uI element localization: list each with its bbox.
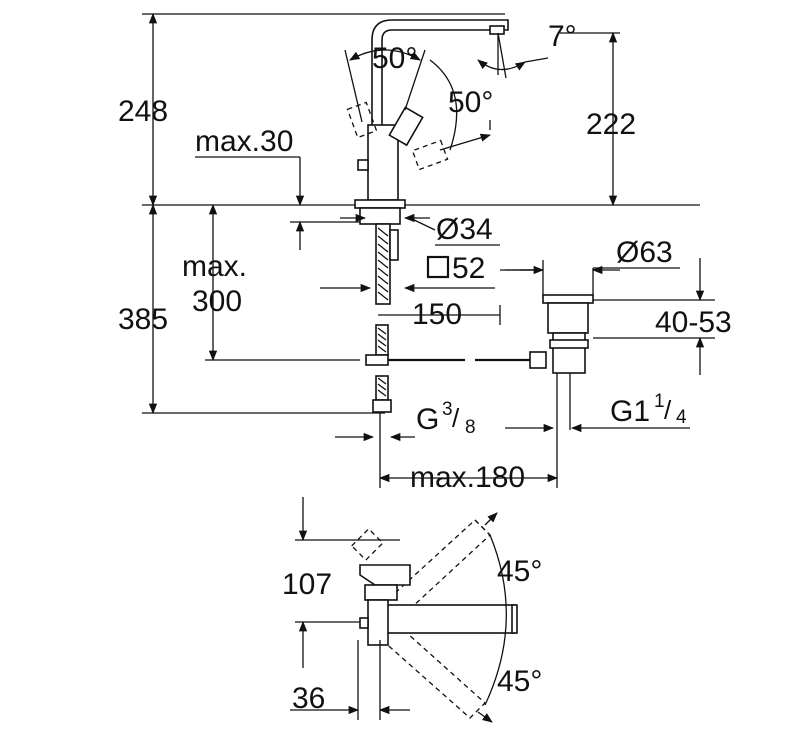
below-deck-label-line2: 300 (192, 285, 243, 318)
plan-swivel-angle-bottom-label: 45° (497, 665, 543, 698)
side-angle-leader (439, 133, 491, 151)
plan-depth-label: 107 (282, 568, 333, 601)
plan-view (290, 497, 518, 723)
supply-thread-denominator: 8 (465, 417, 476, 438)
hole-diameter-label: Ø34 (436, 213, 493, 246)
handle-position-right (411, 139, 449, 171)
waste-thread-denominator: 4 (676, 407, 687, 428)
square-symbol (426, 255, 450, 279)
supply-thread-slash: / (452, 403, 460, 433)
hose-connector (365, 354, 389, 366)
spout (371, 19, 509, 201)
angle-leader-right (404, 49, 426, 111)
plan-body (367, 599, 389, 646)
supply-nut (372, 399, 392, 413)
mounting-nut (359, 207, 401, 225)
deck-thickness-label: max.30 (195, 125, 294, 158)
waste-thread-numerator: 1 (654, 391, 665, 412)
plan-handle-dashed (350, 527, 384, 561)
plan-lever-stub (359, 617, 369, 629)
spout-tilt-label: 7° (548, 20, 577, 53)
popup-diameter-label: Ø63 (616, 236, 673, 269)
spout-height-label: 222 (586, 108, 637, 141)
plan-spout (374, 604, 516, 634)
waste-thread-slash: / (664, 395, 672, 425)
hose-lower (375, 375, 389, 401)
handle (388, 106, 424, 147)
plan-arc-arrow-top (484, 512, 498, 526)
spout-tilt-axis (497, 32, 507, 79)
max-reach-label: max.180 (410, 461, 526, 494)
waste-body (552, 332, 586, 374)
lever-stub (357, 159, 369, 171)
elevation-view (142, 12, 715, 488)
tilt-arc (477, 59, 526, 71)
dia34-leader (409, 217, 436, 231)
plan-swivel-angle-top-label: 45° (497, 555, 543, 588)
waste-thread-label: G1 (610, 395, 651, 428)
center-distance-label: 150 (412, 298, 463, 331)
plan-offset-label: 36 (292, 682, 326, 715)
angle-leader-left (344, 49, 363, 123)
angle-arc-side (429, 59, 458, 151)
mounting-flange (354, 199, 406, 209)
plan-spout-upper-end (474, 519, 491, 536)
waste-flange (542, 294, 594, 304)
waste-nut (549, 339, 589, 349)
total-height-label: 248 (118, 95, 169, 128)
shank-hatching (377, 227, 389, 301)
plan-spout-end (511, 604, 518, 634)
base-square-label: 52 (452, 252, 486, 285)
supply-thread-numerator: 3 (442, 399, 453, 420)
handle-angle-side-label: 50° (448, 86, 494, 119)
hose-upper (375, 324, 389, 356)
side-connector (389, 229, 399, 261)
handle-position-left (346, 101, 378, 139)
supply-thread-label: G (416, 403, 440, 436)
plan-swivel-arc (484, 534, 507, 706)
pull-rod-clip (529, 351, 547, 369)
below-deck-label-line1: max. (182, 250, 248, 283)
plan-handle-base (364, 584, 398, 601)
angle-arc-top (349, 49, 421, 61)
tilt-leader (524, 57, 549, 63)
below-deck-total-label: 385 (118, 303, 169, 336)
plan-spout-lower-dashed (381, 624, 486, 719)
plan-arc-arrow-bottom (477, 711, 493, 723)
plan-handle (359, 564, 411, 586)
waste-body-top (547, 302, 589, 334)
hose-lower-hatch (377, 377, 387, 397)
hose-upper-hatch (377, 327, 387, 353)
handle-angle-top-label: 50° (372, 42, 418, 75)
spout-aerator (489, 25, 505, 35)
popup-range-label: 40-53 (655, 306, 732, 339)
